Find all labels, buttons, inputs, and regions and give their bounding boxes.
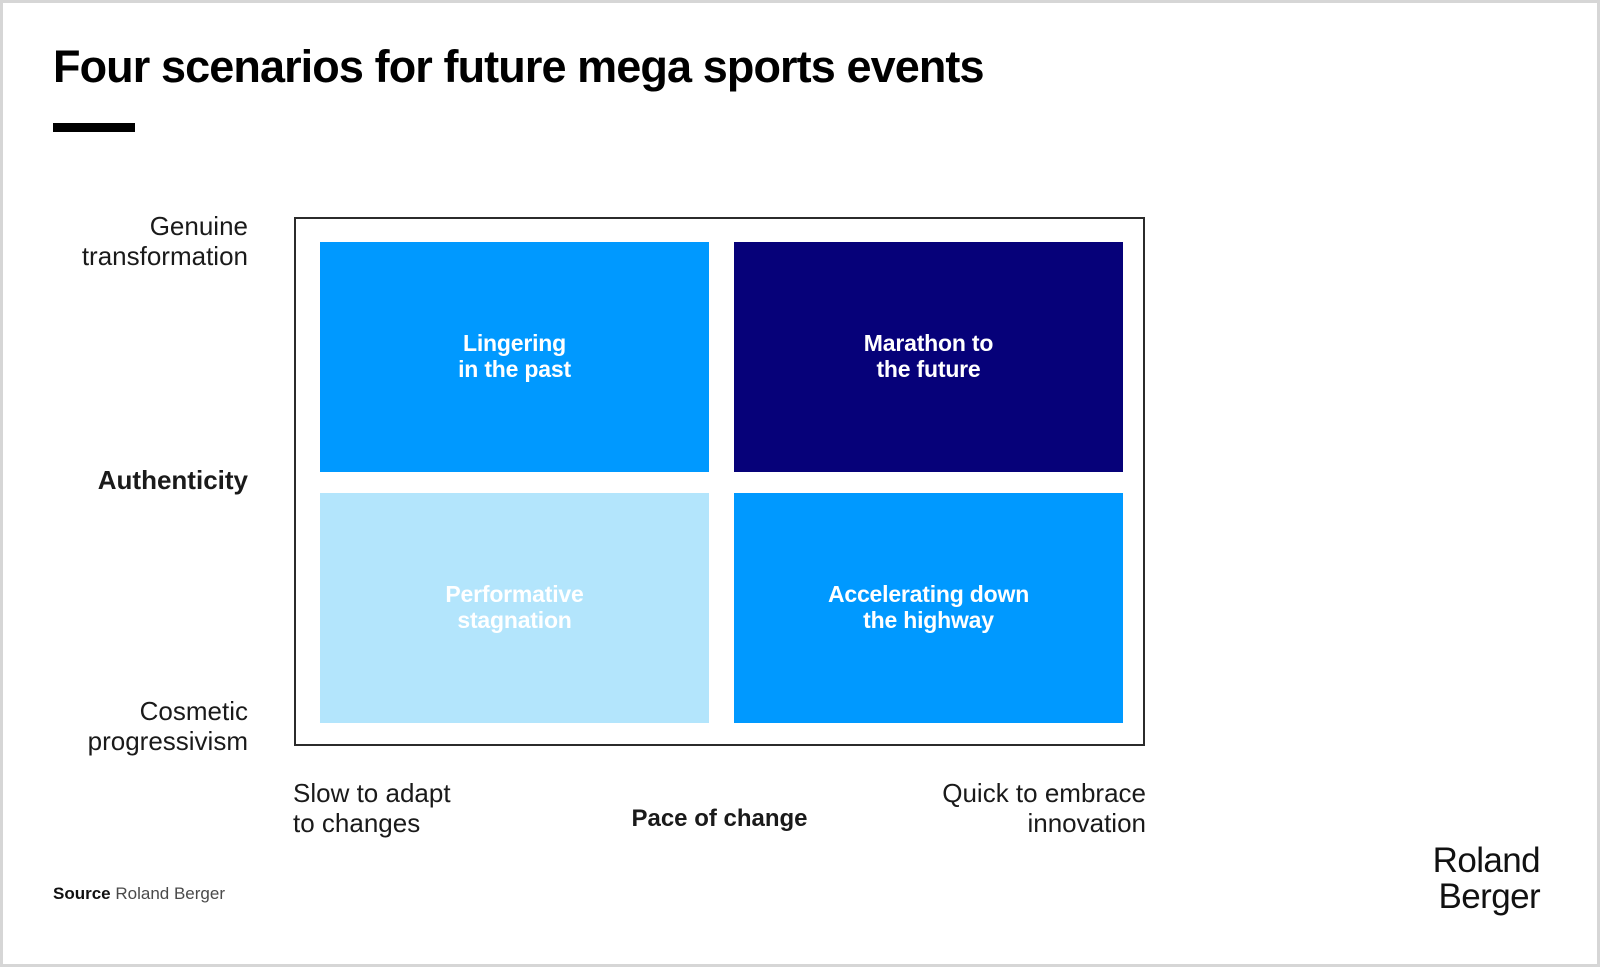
source-value: Roland Berger [115, 884, 225, 903]
quadrant-performative-stagnation[interactable]: Performative stagnation [320, 493, 709, 723]
quadrant-label: Performative stagnation [445, 581, 584, 633]
roland-berger-logo: Roland Berger [1432, 841, 1541, 916]
quadrant-label: Marathon to the future [863, 330, 994, 382]
quadrant-marathon-to-the-future[interactable]: Marathon to the future [734, 242, 1123, 472]
source-label: Source [53, 884, 111, 903]
title-underline-rule [53, 122, 135, 132]
quadrant-label: Accelerating down the highway [827, 581, 1030, 633]
quadrant-label: Lingering in the past [458, 330, 571, 382]
y-axis-low-label: Cosmetic progressivism [87, 696, 248, 757]
source-note: Source Roland Berger [53, 884, 225, 904]
quadrant-accelerating-down-the-highway[interactable]: Accelerating down the highway [734, 493, 1123, 723]
y-axis-title: Authenticity [97, 465, 248, 495]
title-block: Four scenarios for future mega sports ev… [53, 41, 1353, 132]
x-axis-low-label: Slow to adapt to changes [293, 778, 451, 839]
quadrant-grid: Lingering in the past Marathon to the fu… [320, 242, 1123, 723]
page-title: Four scenarios for future mega sports ev… [53, 41, 985, 92]
x-axis-high-label: Quick to embrace innovation [942, 778, 1146, 839]
x-axis-title: Pace of change [631, 805, 808, 832]
y-axis-high-label: Genuine transformation [81, 211, 248, 272]
matrix-frame: Lingering in the past Marathon to the fu… [294, 217, 1145, 746]
quadrant-lingering-in-the-past[interactable]: Lingering in the past [320, 242, 709, 472]
